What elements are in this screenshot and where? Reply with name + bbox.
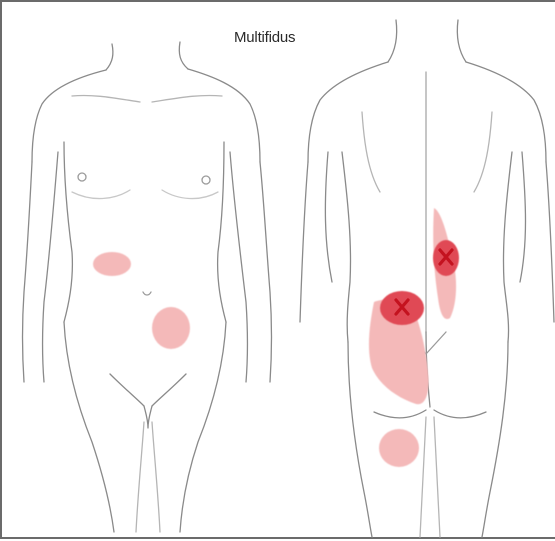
front-hip-right: [180, 322, 226, 532]
front-neck-left: [106, 44, 113, 70]
back-leg-right-inner: [434, 417, 440, 537]
back-shoulder-right: [466, 62, 546, 162]
front-torso-left: [64, 142, 72, 322]
front-groin-left: [110, 374, 144, 406]
front-pec-left: [72, 190, 130, 199]
front-clavicle-right: [152, 95, 222, 102]
back-gluteal-fold-right: [434, 410, 486, 418]
front-arm-left-outer: [23, 162, 33, 382]
back-body: [300, 20, 554, 537]
front-clavicle-left: [72, 95, 140, 102]
front-pec-right: [162, 190, 218, 199]
front-navel: [143, 292, 151, 295]
back-arm-right-outer: [546, 162, 554, 322]
front-arm-right-inner: [230, 152, 248, 382]
front-shoulder-left: [32, 70, 106, 162]
back-arm-left-outer: [300, 162, 308, 322]
front-groin-center: [144, 406, 152, 428]
back-torso-right: [503, 152, 512, 342]
front-leg-right-inner: [152, 422, 160, 532]
back-referred-pain-thigh: [379, 429, 419, 467]
front-hip-left: [64, 322, 114, 532]
back-hip-left: [348, 342, 372, 537]
back-shoulder-left: [308, 62, 388, 162]
front-leg-left-inner: [136, 422, 144, 532]
back-neck-left: [388, 20, 397, 62]
back-hip-right: [482, 342, 508, 537]
front-nipple-right: [202, 176, 210, 184]
front-referred-pain-upper: [93, 252, 131, 276]
back-gluteal-fold-left: [374, 410, 426, 418]
back-scapula-right: [474, 112, 492, 192]
front-arm-left-inner: [43, 152, 59, 382]
back-arm-left-inner: [325, 152, 332, 282]
front-groin-right: [152, 374, 186, 406]
back-torso-left: [342, 152, 351, 342]
front-referred-pain-lower: [152, 307, 190, 349]
front-nipple-left: [78, 173, 86, 181]
front-neck-right: [179, 42, 188, 69]
front-body: [23, 42, 272, 532]
back-scapula-left: [362, 112, 380, 192]
front-torso-right: [218, 142, 226, 322]
back-neck-right: [457, 20, 466, 62]
back-leg-left-inner: [420, 417, 426, 537]
front-arm-right-outer: [260, 162, 272, 382]
back-arm-right-inner: [520, 152, 526, 282]
